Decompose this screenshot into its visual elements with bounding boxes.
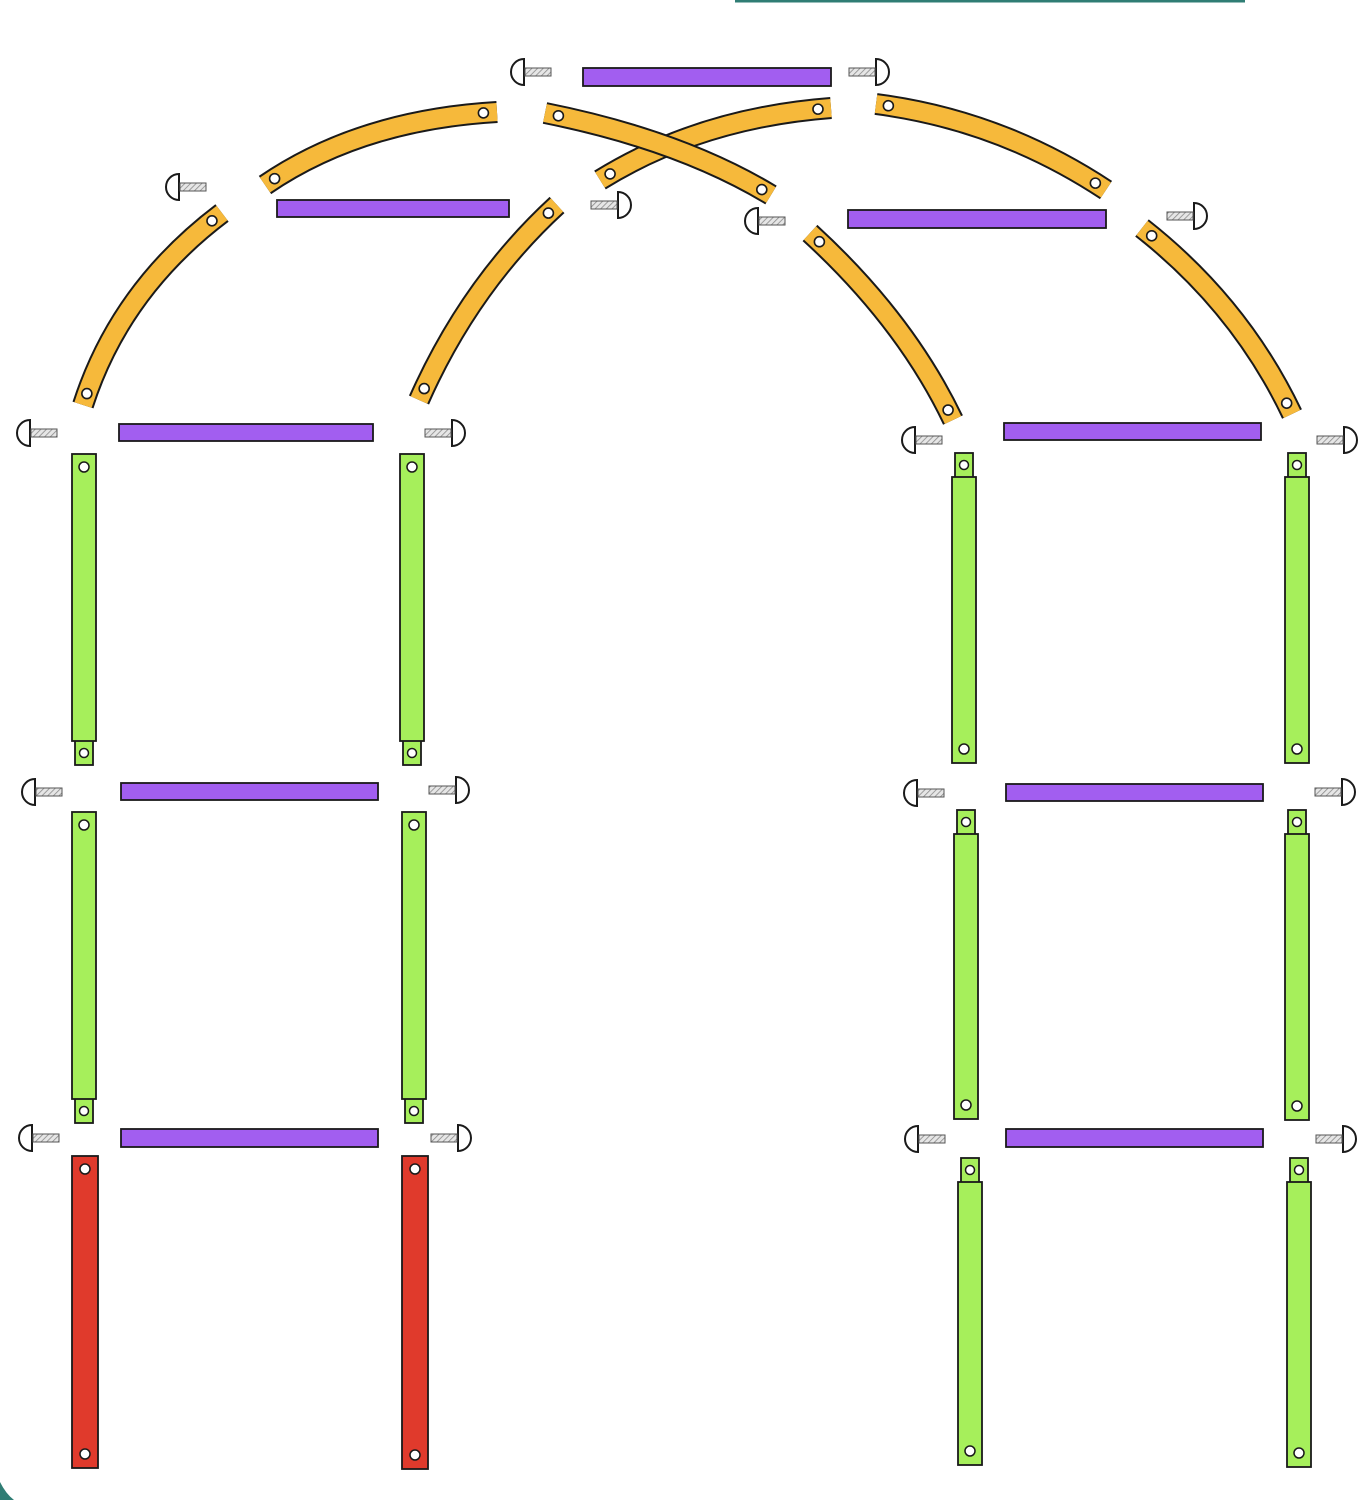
upright-post xyxy=(71,811,97,1124)
upright-post xyxy=(951,452,977,764)
bolt-hole xyxy=(960,1099,972,1111)
arch-segment xyxy=(874,93,1113,200)
screw-icon xyxy=(904,1124,946,1154)
corner-accent xyxy=(0,1482,14,1500)
screw-icon xyxy=(744,206,786,236)
arch-segment xyxy=(542,102,777,205)
bolt-hole xyxy=(542,207,555,219)
bolt-hole xyxy=(552,109,565,122)
arch-segments xyxy=(72,93,1302,425)
crossbar xyxy=(1005,783,1264,802)
bolt-hole xyxy=(1145,229,1158,242)
arch-segment xyxy=(802,224,963,425)
screw-icon xyxy=(1316,425,1358,455)
upright-post xyxy=(1284,809,1310,1121)
bolt-hole xyxy=(79,1163,91,1175)
bolt-hole xyxy=(418,382,430,395)
bolt-hole xyxy=(1291,743,1303,755)
bolt-hole xyxy=(268,172,281,185)
screw-icon xyxy=(165,172,207,202)
bolt-hole xyxy=(406,747,418,759)
upright-post xyxy=(71,453,97,766)
screw-icon xyxy=(1315,1124,1357,1154)
screw-icon xyxy=(21,777,63,807)
upright-post xyxy=(957,1157,983,1466)
screw-icon xyxy=(590,190,632,220)
arch-segment xyxy=(408,196,565,405)
upright-post xyxy=(399,453,425,766)
screw-icon xyxy=(16,418,58,448)
bolt-hole xyxy=(964,1164,976,1176)
bolt-hole xyxy=(942,404,954,416)
bolt-hole xyxy=(81,387,93,400)
screw-icon xyxy=(903,778,945,808)
arch-segment xyxy=(258,101,498,195)
uprights xyxy=(71,452,1312,1470)
screw-icon xyxy=(848,57,890,87)
bolt-hole xyxy=(206,214,218,227)
bolt-hole xyxy=(604,168,616,180)
bolt-hole xyxy=(477,107,490,119)
upright-post xyxy=(401,811,427,1124)
screws xyxy=(16,57,1358,1154)
bolt-hole xyxy=(964,1445,976,1457)
crossbar xyxy=(120,1128,379,1148)
upright-post xyxy=(1284,452,1310,764)
bolt-hole xyxy=(1293,1164,1305,1176)
bolt-hole xyxy=(755,183,768,196)
crossbar xyxy=(120,782,379,801)
crossbar xyxy=(276,199,510,218)
bolt-hole xyxy=(78,461,90,473)
bolt-hole xyxy=(409,1163,421,1175)
bolt-hole xyxy=(882,99,895,112)
bolt-hole xyxy=(812,103,824,115)
bolt-hole xyxy=(1293,1447,1305,1459)
screw-icon xyxy=(901,425,943,455)
bolt-hole xyxy=(958,743,970,755)
screw-icon xyxy=(18,1123,60,1153)
crossbar xyxy=(582,67,832,87)
bolt-hole xyxy=(408,1105,420,1117)
base-post xyxy=(401,1155,429,1470)
bolt-hole xyxy=(409,1449,421,1461)
bolt-hole xyxy=(1280,397,1293,409)
bolt-hole xyxy=(813,235,826,248)
crossbar xyxy=(1003,422,1262,441)
base-post xyxy=(71,1155,99,1469)
crossbars xyxy=(118,67,1264,1148)
screw-icon xyxy=(428,775,470,805)
bolt-hole xyxy=(1291,459,1303,471)
bolt-hole xyxy=(1291,1100,1303,1112)
bolt-hole xyxy=(408,819,420,831)
crossbar xyxy=(847,209,1107,229)
bolt-hole xyxy=(78,819,90,831)
bolt-hole xyxy=(958,459,970,471)
upright-post xyxy=(1286,1157,1312,1468)
bolt-hole xyxy=(78,747,90,759)
arch-segment xyxy=(594,97,832,190)
screw-icon xyxy=(1314,777,1356,807)
upright-post xyxy=(953,809,979,1120)
bolt-hole xyxy=(960,816,972,828)
bolt-hole xyxy=(78,1105,90,1117)
screw-icon xyxy=(510,57,552,87)
arch-segment xyxy=(1135,219,1302,419)
crossbar xyxy=(1005,1128,1264,1148)
bolt-hole xyxy=(406,461,418,473)
bolt-hole xyxy=(79,1448,91,1460)
screw-icon xyxy=(430,1123,472,1153)
arch-segment xyxy=(72,204,229,409)
crossbar xyxy=(118,423,374,442)
bolt-hole xyxy=(1089,177,1102,189)
screw-icon xyxy=(424,418,466,448)
bolt-hole xyxy=(1291,816,1303,828)
screw-icon xyxy=(1166,201,1208,231)
